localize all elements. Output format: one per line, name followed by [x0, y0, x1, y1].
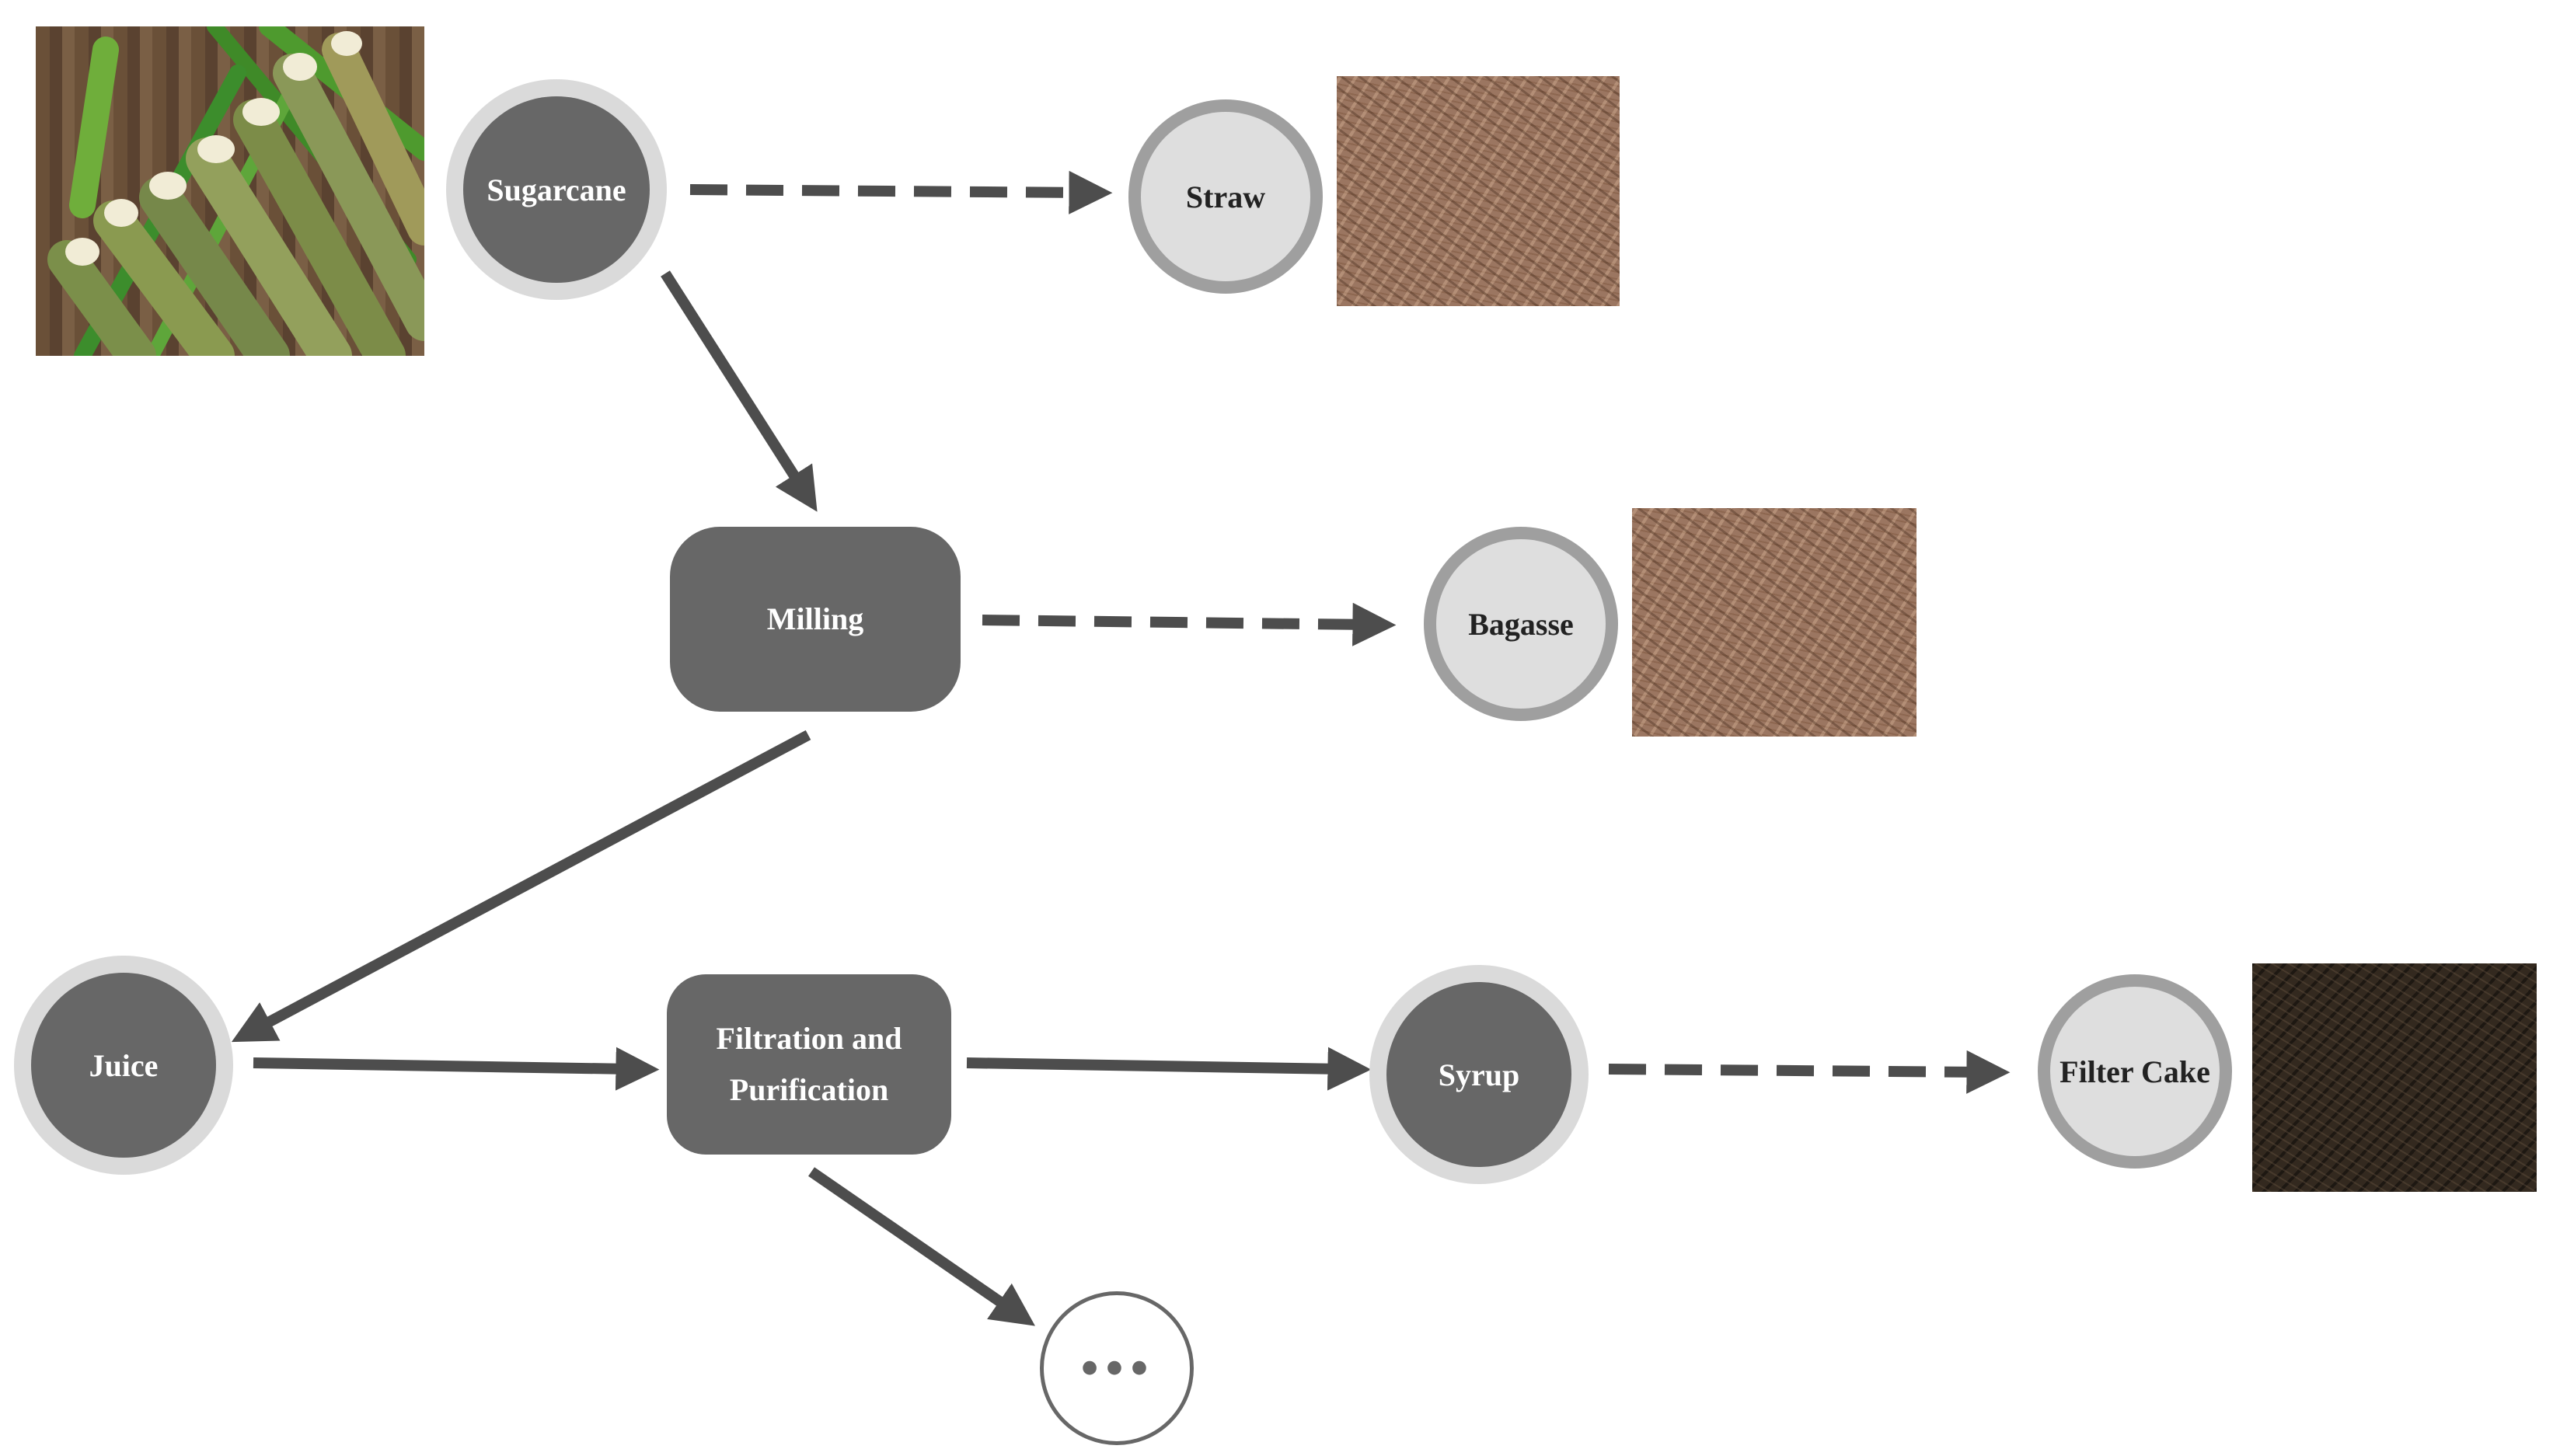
- node-filter-cake-label: Filter Cake: [2050, 987, 2220, 1156]
- node-juice-label: Juice: [31, 973, 216, 1158]
- node-filtration-label-line2: Purification: [729, 1072, 889, 1107]
- node-syrup-label: Syrup: [1386, 982, 1571, 1167]
- edge-milling-juice: [231, 730, 811, 1043]
- node-filtration-label-line1: Filtration and: [716, 1021, 902, 1056]
- edge-sugarcane-straw: [689, 170, 1113, 214]
- node-sugarcane: Sugarcane: [446, 79, 667, 300]
- edge-sugarcane-milling: [661, 270, 818, 512]
- sugarcane-photo: [36, 26, 424, 356]
- edge-milling-bagasse: [982, 602, 1397, 646]
- node-juice: Juice: [14, 956, 233, 1175]
- node-sugarcane-label: Sugarcane: [463, 96, 650, 283]
- node-straw: Straw: [1128, 99, 1323, 294]
- bagasse-photo: [1632, 508, 1916, 737]
- more-icon: •••: [1079, 1336, 1154, 1400]
- node-bagasse: Bagasse: [1424, 527, 1618, 721]
- filter-cake-photo: [2252, 963, 2537, 1192]
- straw-photo: [1337, 76, 1620, 306]
- node-more: •••: [1040, 1291, 1194, 1445]
- node-filter-cake: Filter Cake: [2038, 974, 2232, 1169]
- edge-filtration-syrup: [966, 1047, 1372, 1091]
- node-milling: Milling: [670, 527, 961, 712]
- node-milling-label: Milling: [766, 601, 864, 636]
- edge-filtration-more: [808, 1167, 1035, 1326]
- node-bagasse-label: Bagasse: [1436, 539, 1606, 709]
- node-straw-label: Straw: [1141, 112, 1310, 281]
- node-filtration-purification: Filtration and Purification: [667, 974, 951, 1155]
- edge-juice-filtration: [253, 1047, 660, 1091]
- edge-syrup-filtercake: [1608, 1050, 2011, 1094]
- node-syrup: Syrup: [1369, 965, 1589, 1184]
